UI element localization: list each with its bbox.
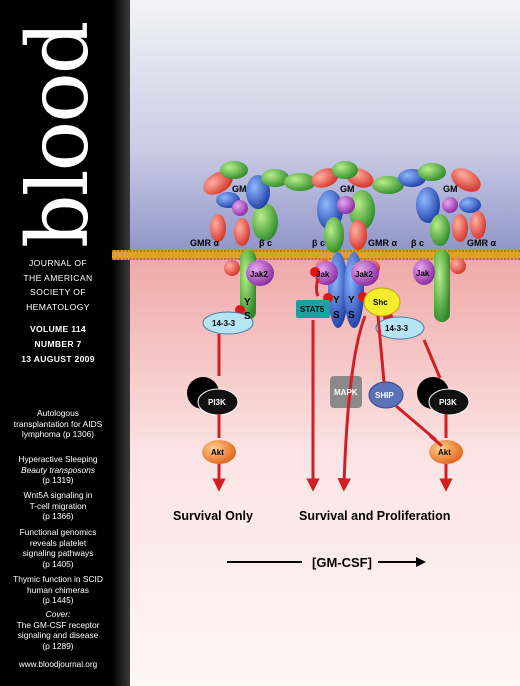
issue-number: NUMBER 7 xyxy=(34,339,82,349)
toc-line: T-cell migration xyxy=(29,500,87,511)
ship-protein xyxy=(368,381,404,409)
alpha-label-center: GMR α xyxy=(368,238,397,248)
jak2-center xyxy=(351,260,379,286)
toc-item-6[interactable]: Cover: The GM-CSF receptor signaling and… xyxy=(4,609,112,651)
pi3k-right-label: PI3K xyxy=(439,398,457,407)
jak-center-label: Jak xyxy=(316,270,330,279)
toc-line: transplantation for AIDS xyxy=(13,418,103,429)
protein-14-3-3-right xyxy=(375,316,425,340)
stat5-protein xyxy=(296,300,330,318)
subtitle-line: JOURNAL OF xyxy=(28,258,88,268)
akt-left xyxy=(202,440,236,464)
shc-label: Shc xyxy=(373,298,388,307)
issue-date: 13 AUGUST 2009 xyxy=(21,354,95,364)
receptor-extracellular xyxy=(203,161,486,253)
jak-right-label: Jak xyxy=(416,269,430,278)
akt-right-label: Akt xyxy=(438,448,451,457)
s-label-left: S xyxy=(244,311,251,322)
gm-label-right: GM xyxy=(443,184,458,194)
pi3k-left xyxy=(187,377,239,416)
alpha-label-left: GMR α xyxy=(190,238,219,248)
gm-label-center: GM xyxy=(340,184,355,194)
y-label-left: Y xyxy=(244,297,251,308)
jak2-left xyxy=(246,260,274,286)
toc-line: Wnt5A signaling in xyxy=(23,490,93,500)
journal-subtitle: JOURNAL OF THE AMERICAN SOCIETY OF HEMAT… xyxy=(4,256,112,314)
s-label-center-b: S xyxy=(348,310,355,321)
toc-item-1[interactable]: Autologous transplantation for AIDS lymp… xyxy=(4,408,112,440)
signal-arrows xyxy=(212,277,453,492)
toc-line: The GM-CSF receptor xyxy=(16,619,100,630)
protein-14-3-3-left xyxy=(202,311,254,335)
akt-right xyxy=(429,440,463,464)
gm-label-left: GM xyxy=(232,184,247,194)
toc-line: (p 1405) xyxy=(42,558,74,569)
diagram-labels: GM GM GM GMR α β c β c GMR α β c GMR α J… xyxy=(173,184,496,570)
toc-line: signaling and disease xyxy=(17,630,99,641)
toc-line: (p 1319) xyxy=(42,475,74,486)
sidebar-text: blood JOURNAL OF THE AMERICAN SOCIETY OF… xyxy=(0,0,116,686)
subtitle-line: SOCIETY OF xyxy=(30,287,86,297)
toc-item-4[interactable]: Functional genomics reveals platelet sig… xyxy=(4,527,112,569)
pi3k-right xyxy=(417,377,470,416)
toc-line: signaling pathways xyxy=(22,548,94,559)
subtitle-line: HEMATOLOGY xyxy=(26,301,90,312)
toc-item-2[interactable]: Hyperactive Sleeping Beauty transposons … xyxy=(4,454,112,486)
alpha-label-right: GMR α xyxy=(467,238,496,248)
label-14-3-3-left: 14-3-3 xyxy=(212,319,236,328)
label-14-3-3-right: 14-3-3 xyxy=(385,324,409,333)
beta-label-right: β c xyxy=(411,238,424,248)
toc-line: lymphoma (p 1306) xyxy=(21,429,95,440)
journal-url[interactable]: www.bloodjournal.org xyxy=(18,660,98,669)
cell-membrane xyxy=(112,250,520,260)
cytoplasm-region xyxy=(130,258,520,686)
y-label-center-a: Y xyxy=(333,295,340,306)
toc-line: Autologous xyxy=(37,408,79,418)
subtitle-line: THE AMERICAN xyxy=(23,272,93,283)
jak-right xyxy=(413,259,435,285)
jak-center-left xyxy=(314,261,338,285)
toc-line: Hyperactive Sleeping xyxy=(18,454,98,464)
beta-label-center: β c xyxy=(312,238,325,248)
s-label-center-a: S xyxy=(333,310,340,321)
toc-line: reveals platelet xyxy=(29,537,87,548)
volume: VOLUME 114 xyxy=(29,324,86,334)
stat5-label: STAT5 xyxy=(300,305,325,314)
gmcsf-label: [GM-CSF] xyxy=(312,555,372,570)
pi3k-left-label: PI3K xyxy=(208,398,226,407)
mapk-label: MAPK xyxy=(334,388,358,397)
toc-line: (p 1366) xyxy=(42,511,74,522)
toc-line: (p 1445) xyxy=(42,595,74,606)
ship-label: SHIP xyxy=(375,391,394,400)
beta-label-left: β c xyxy=(259,238,272,248)
toc-line: (p 1289) xyxy=(42,640,74,651)
mapk-protein xyxy=(330,376,362,408)
shc-protein xyxy=(363,287,401,317)
jak2-center-label: Jak2 xyxy=(355,270,373,279)
survival-proliferation-label: Survival and Proliferation xyxy=(299,509,450,523)
toc-item-3[interactable]: Wnt5A signaling in T-cell migration (p 1… xyxy=(4,490,112,522)
toc-line: Cover: xyxy=(45,609,71,619)
toc-line: Functional genomics xyxy=(19,527,97,537)
issue-info: VOLUME 114 NUMBER 7 13 AUGUST 2009 xyxy=(4,322,112,367)
akt-left-label: Akt xyxy=(211,448,224,457)
toc-line: human chimeras xyxy=(27,584,89,595)
survival-only-label: Survival Only xyxy=(173,509,253,523)
toc-line: Thymic function in SCID xyxy=(13,574,103,584)
toc-item-5[interactable]: Thymic function in SCID human chimeras (… xyxy=(4,574,112,606)
y-label-center-b: Y xyxy=(348,295,355,306)
jak2-left-label: Jak2 xyxy=(250,270,268,279)
toc-line: Beauty transposons xyxy=(20,464,96,475)
